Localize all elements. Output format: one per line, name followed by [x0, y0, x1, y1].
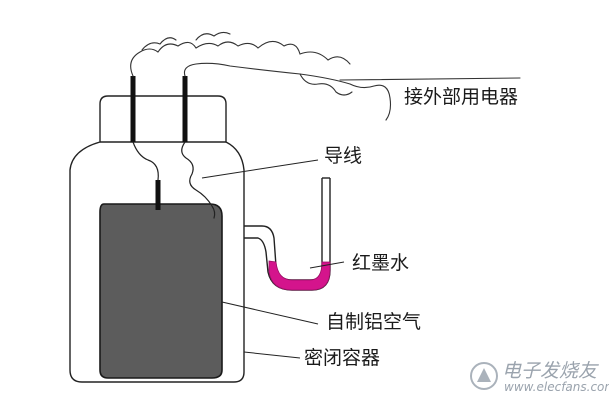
wire-label: 导线 — [324, 145, 363, 167]
aluminum-air-battery — [99, 203, 223, 379]
red-ink-liquid — [268, 260, 331, 291]
u-tube — [244, 177, 331, 291]
leader-lines — [201, 159, 345, 359]
external-device-label: 接外部用电器 — [404, 86, 519, 108]
watermark-logo-icon — [470, 362, 498, 390]
inner-wires — [132, 141, 216, 219]
aluminum-air-battery-label: 自制铝空气 — [326, 311, 422, 333]
watermark-url: www.elecfans.com — [504, 380, 609, 394]
watermark-site-name: 电子发烧友 — [502, 360, 598, 382]
sealed-container-label: 密闭容器 — [304, 347, 381, 369]
red-ink-label: 红墨水 — [352, 252, 410, 274]
sealed-container-outline — [69, 95, 245, 383]
electrodes — [130, 76, 188, 210]
external-wires — [130, 31, 521, 121]
watermark: 电子发烧友 www.elecfans.com — [468, 356, 609, 400]
